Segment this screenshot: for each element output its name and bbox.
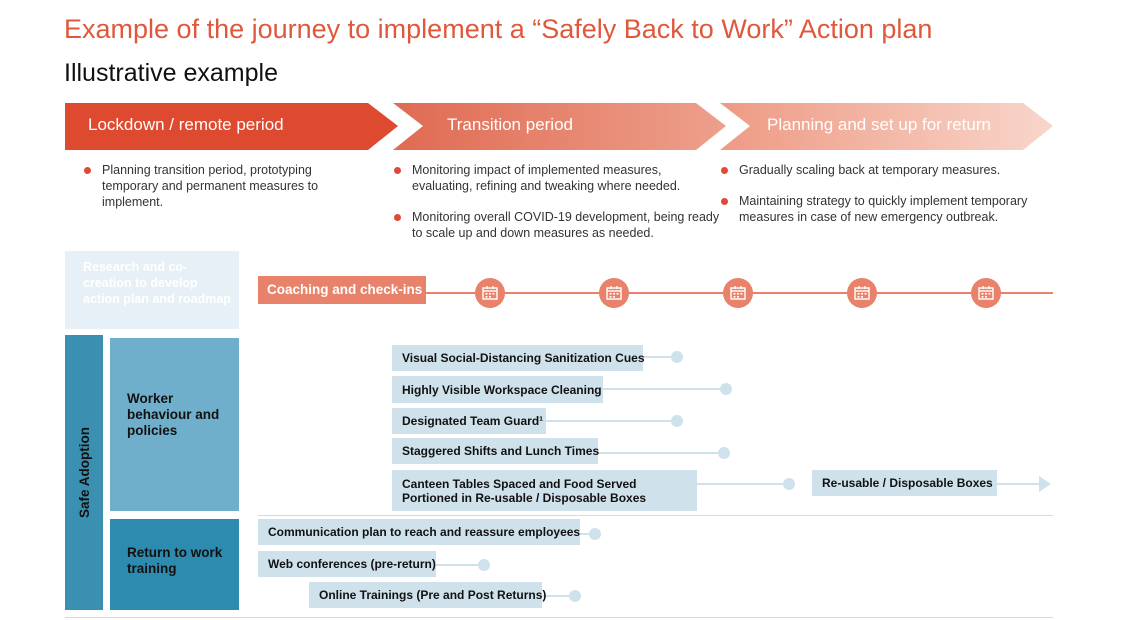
task-connector [697,483,789,485]
calendar-icon [599,278,629,308]
arrow-right-icon [1039,476,1051,492]
calendar-icon [847,278,877,308]
task-connector [542,595,575,597]
phase-label-planning: Planning and set up for return [767,115,991,134]
task-online-trainings: Online Trainings (Pre and Post Returns) [309,582,546,608]
calendar-icon [475,278,505,308]
phase-bullets-lockdown: Planning transition period, prototyping … [84,162,346,225]
phase-chevron-transition [393,103,726,150]
task-end-dot [671,415,683,427]
task-end-dot [718,447,730,459]
group-label-worker-behaviour: Worker behaviour and policies [127,391,220,438]
task-end-dot [478,559,490,571]
task-connector [436,564,484,566]
page-title: Example of the journey to implement a “S… [64,14,933,44]
task-end-dot [671,351,683,363]
phase-bullets-transition: Monitoring impact of implemented measure… [394,162,720,256]
phase-bullets-planning: Gradually scaling back at temporary meas… [721,162,1039,240]
calendar-icon [971,278,1001,308]
group-label-return-training: Return to work training [127,545,223,576]
task-reusable-boxes: Re-usable / Disposable Boxes [812,470,997,496]
task-connector [997,483,1039,485]
task-visual-cues: Visual Social-Distancing Sanitization Cu… [392,345,645,371]
phase-label-transition: Transition period [447,115,573,134]
task-staggered-shifts: Staggered Shifts and Lunch Times [392,438,599,464]
phase-label-lockdown: Lockdown / remote period [88,115,284,134]
bullet-item: Gradually scaling back at temporary meas… [721,162,1039,178]
task-connector [580,533,595,535]
task-end-dot [720,383,732,395]
phase-chevron-lockdown [65,103,398,150]
bullet-item: Planning transition period, prototyping … [84,162,346,210]
page-subtitle: Illustrative example [64,59,278,87]
phase-chevrons [65,103,1053,150]
phase-chevron-planning [720,103,1053,150]
safe-adoption-label: Safe Adoption [65,335,103,610]
task-connector [603,388,726,390]
task-web-conferences: Web conferences (pre-return) [258,551,436,577]
bullet-item: Maintaining strategy to quickly implemen… [721,193,1039,225]
safe-adoption-text: Safe Adoption [76,427,92,518]
task-communication-plan: Communication plan to reach and reassure… [258,519,580,545]
task-connector [598,452,724,454]
bottom-separator [65,617,1053,618]
task-canteen-tables: Canteen Tables Spaced and Food Served Po… [392,470,697,511]
task-workspace-cleaning: Highly Visible Workspace Cleaning [392,376,603,403]
coaching-label: Coaching and check-ins [258,276,426,304]
task-connector [546,420,677,422]
bullet-item: Monitoring impact of implemented measure… [394,162,720,194]
safe-adoption-bar [65,335,103,610]
calendar-icon [723,278,753,308]
research-box: Research and co-creation to develop acti… [65,251,239,329]
task-team-guard: Designated Team Guard¹ [392,408,546,434]
group-box-worker-behaviour [110,338,239,511]
task-end-dot [783,478,795,490]
row-separator [258,515,1053,516]
task-connector [643,356,677,358]
task-end-dot [589,528,601,540]
task-end-dot [569,590,581,602]
bullet-item: Monitoring overall COVID-19 development,… [394,209,720,241]
group-box-return-training [110,519,239,610]
